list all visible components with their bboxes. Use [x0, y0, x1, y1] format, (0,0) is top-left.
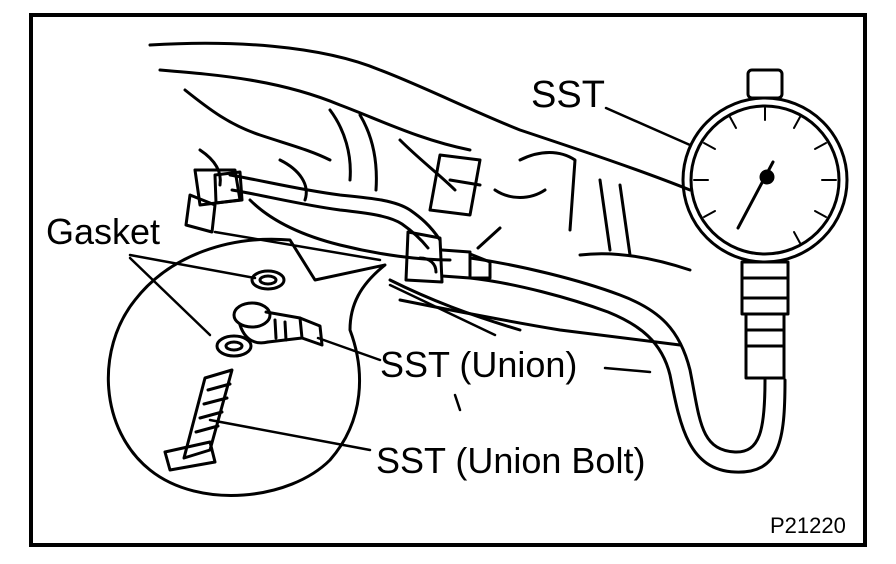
- union-connection: [404, 226, 502, 284]
- gasket-label: Gasket: [46, 211, 161, 252]
- sst-union-bolt-label: SST (Union Bolt): [376, 440, 646, 481]
- leader-lines: [128, 106, 692, 452]
- figure-code: P21220: [770, 513, 846, 538]
- pressure-gauge: [681, 68, 849, 380]
- gasket-lower: [215, 334, 253, 358]
- union-part: [232, 301, 324, 347]
- figure-border: [29, 13, 867, 547]
- sst-union-label: SST (Union): [380, 344, 578, 385]
- detail-magnifier: [106, 237, 387, 497]
- gasket-upper: [250, 269, 286, 291]
- engine-block: [148, 41, 692, 347]
- gauge-hose: [468, 256, 787, 474]
- sst-gauge-label: SST: [531, 74, 605, 116]
- union-bolt-part: [163, 368, 234, 472]
- engine-bolt: [184, 170, 244, 234]
